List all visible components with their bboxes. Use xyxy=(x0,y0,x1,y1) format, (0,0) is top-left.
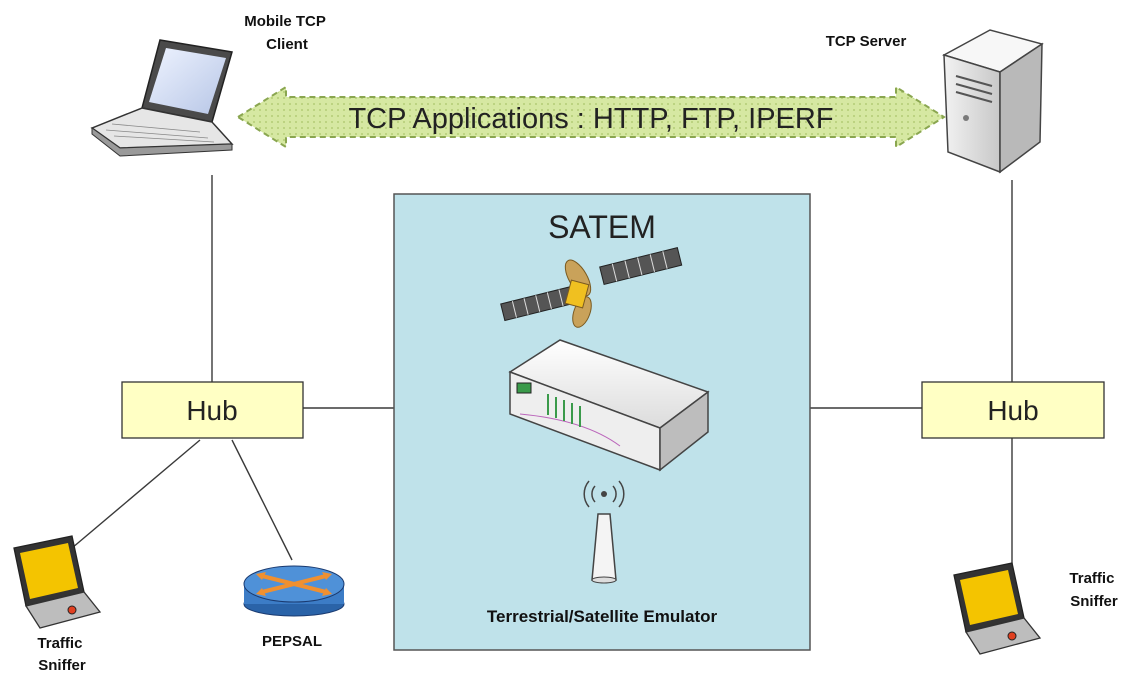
sniffer-left-label: Traffic Sniffer xyxy=(37,635,86,674)
emulator-caption: Terrestrial/Satellite Emulator xyxy=(487,607,718,626)
mobile-client-label-line1: Mobile TCP xyxy=(244,13,326,30)
mobile-client-label: Mobile TCP Client xyxy=(244,13,330,53)
sniffer-right-label-line1: Traffic xyxy=(1069,570,1114,587)
sniffer-right-label-line2: Sniffer xyxy=(1070,593,1118,610)
satellite-icon xyxy=(500,247,683,328)
mobile-client-label-line2: Client xyxy=(266,36,308,53)
applications-banner: TCP Applications : HTTP, FTP, IPERF xyxy=(236,85,946,149)
sniffer-left-label-line1: Traffic xyxy=(37,635,82,652)
router-icon xyxy=(508,339,710,472)
sniffer-right-label: Traffic Sniffer xyxy=(1069,570,1118,610)
tcp-server-label: TCP Server xyxy=(826,33,907,50)
hub-right-label: Hub xyxy=(987,395,1038,426)
sniffer-left-label-line2: Sniffer xyxy=(38,657,86,674)
line-hub-to-sniffer-left xyxy=(71,439,201,549)
antenna-icon xyxy=(583,480,625,584)
hub-left: Hub xyxy=(121,381,304,439)
laptop-icon xyxy=(90,39,234,157)
sniffer-laptop-right-icon xyxy=(953,562,1042,655)
sniffer-laptop-left-icon xyxy=(13,535,102,629)
hub-left-label: Hub xyxy=(186,395,237,426)
pepsal-router-icon xyxy=(243,565,345,617)
pepsal-label: PEPSAL xyxy=(262,633,322,650)
applications-banner-text: TCP Applications : HTTP, FTP, IPERF xyxy=(348,103,833,135)
hub-right: Hub xyxy=(921,381,1105,439)
line-hub-to-pepsal xyxy=(231,439,293,561)
satem-title: SATEM xyxy=(548,209,656,245)
server-icon xyxy=(942,29,1044,174)
